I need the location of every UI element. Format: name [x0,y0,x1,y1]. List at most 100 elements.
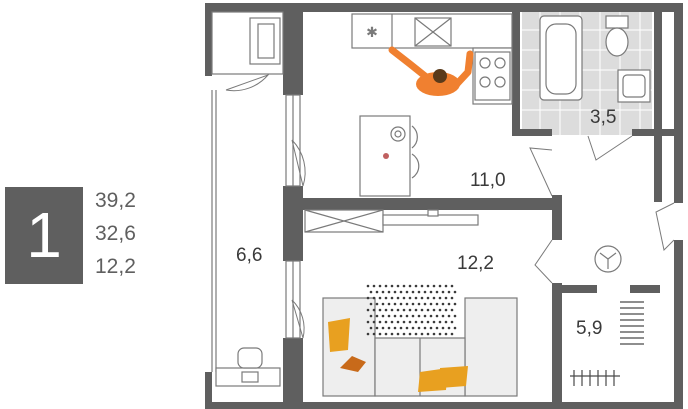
rug-dot [366,332,370,336]
rug-dot [444,320,448,324]
rug-dot [372,332,376,336]
rug-dot [387,326,391,330]
rug-dot [447,302,451,306]
rug-dot [393,314,397,318]
rug-dot [402,320,406,324]
rug-dot [420,320,424,324]
rug-dot [441,314,445,318]
rug-dot [390,308,394,312]
rug-dot [432,296,436,300]
rug-dot [375,302,379,306]
rug-dot [435,290,439,294]
rug-dot [372,320,376,324]
rug-dot [375,326,379,330]
rug-dot [450,320,454,324]
rug-dot [438,284,442,288]
kitchen-counters [351,13,513,105]
rug-dot [399,290,403,294]
rug-dot [384,320,388,324]
room-area-kitchen: 11,0 [470,170,506,191]
rug-dot [369,290,373,294]
rug-dot [372,284,376,288]
rug-dot [411,314,415,318]
rug-dot [450,332,454,336]
rug-dot [438,332,442,336]
rug-dot [408,308,412,312]
rug-dot [423,290,427,294]
rug-dot [402,308,406,312]
rug-dot [378,320,382,324]
room-area-closet: 5,9 [576,318,603,339]
rug-dot [453,326,457,330]
living-area: 32,6 [95,222,136,245]
rug-dot [381,314,385,318]
rug-dot [411,302,415,306]
rug-dot [393,302,397,306]
rug-dot [384,332,388,336]
rug-dot [420,332,424,336]
rug-dot [411,290,415,294]
rug-dot [432,284,436,288]
rug-dot [411,326,415,330]
rug-dot [375,314,379,318]
rug-dot [441,326,445,330]
rug-dot [366,284,370,288]
dining-table [359,115,420,197]
rug-dot [387,314,391,318]
closet-hangers [570,301,644,386]
rug-dot [390,296,394,300]
door-swings [225,73,675,339]
rug-dot [408,296,412,300]
room-area-living: 12,2 [457,253,494,274]
rug-dot [396,308,400,312]
toilet [605,15,629,57]
rug-dot [435,302,439,306]
rug-dot [420,308,424,312]
rug-dot [369,302,373,306]
rug-dot [453,314,457,318]
rug-dot [450,284,454,288]
rug-dot [444,332,448,336]
loggia-glazing [211,11,284,372]
rug-dot [453,290,457,294]
rug-dot [426,284,430,288]
rug-dot [399,314,403,318]
rug-dot [429,290,433,294]
rug-dot [384,308,388,312]
rug-dot [387,290,391,294]
rug-dots [366,284,457,336]
sink [617,69,651,103]
rug-dot [375,290,379,294]
rug-dot [408,284,412,288]
rug-dot [378,308,382,312]
rug-dot [435,326,439,330]
wall-unit [304,209,479,233]
rug-dot [447,326,451,330]
room-area-loggia: 6,6 [236,245,263,266]
rug-dot [405,290,409,294]
rug-dot [417,290,421,294]
rug-dot [372,296,376,300]
rug-dot [393,290,397,294]
ceiling-light-icon [594,245,622,273]
cushions [328,318,468,392]
rug-dot [369,314,373,318]
rug-dot [444,308,448,312]
rug-dot [414,308,418,312]
rug-dot [414,296,418,300]
rug-dot [432,332,436,336]
rug-dot [405,326,409,330]
rug-dot [414,284,418,288]
rug-dot [402,284,406,288]
area-summary: 39,2 32,6 12,2 [95,184,136,283]
rug-dot [423,302,427,306]
rug-dot [426,320,430,324]
snowflake-icon: ✱ [366,24,378,40]
rug-dot [423,314,427,318]
rug-dot [405,314,409,318]
rug-dot [366,296,370,300]
rug-dot [402,296,406,300]
rug-dot [438,320,442,324]
rug-dot [399,326,403,330]
rug-dot [417,326,421,330]
